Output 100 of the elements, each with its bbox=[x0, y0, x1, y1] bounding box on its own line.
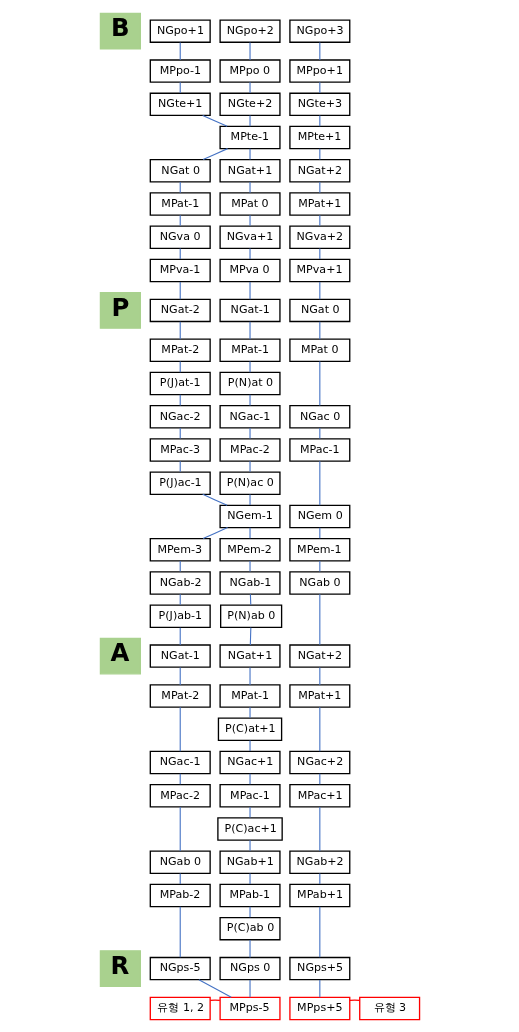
connector bbox=[318, 905, 320, 958]
node-box: MPva-1 bbox=[149, 258, 211, 282]
connector bbox=[318, 706, 320, 752]
connector bbox=[248, 739, 251, 752]
connector bbox=[179, 460, 181, 472]
node-box: NGpo+1 bbox=[149, 18, 211, 43]
connector bbox=[248, 905, 251, 918]
connector bbox=[318, 460, 320, 506]
connector bbox=[248, 772, 251, 785]
connector bbox=[318, 559, 320, 572]
node-box: MPem-3 bbox=[149, 537, 211, 561]
node-box: NGps+5 bbox=[288, 956, 350, 980]
node-box: MPat-2 bbox=[149, 683, 211, 708]
node-box: NGte+1 bbox=[149, 92, 211, 116]
node-box: P(C)ab 0 bbox=[218, 916, 281, 940]
node-box: NGat+2 bbox=[288, 158, 350, 183]
node-box: MPva+1 bbox=[288, 258, 350, 282]
node-box: NGat 0 bbox=[149, 158, 211, 183]
node-box: MPat-1 bbox=[218, 338, 281, 362]
node-box: NGab-1 bbox=[218, 570, 281, 595]
node-box: MPac-3 bbox=[149, 437, 211, 462]
node-box: NGat-2 bbox=[149, 298, 211, 322]
connector bbox=[201, 493, 228, 506]
connector bbox=[209, 999, 220, 1001]
node-box: MPac-1 bbox=[218, 783, 281, 807]
node-box: NGps-5 bbox=[149, 956, 211, 980]
connector bbox=[179, 593, 181, 605]
node-box: NGat+2 bbox=[288, 643, 350, 668]
connector bbox=[248, 81, 251, 93]
node-box: MPem-1 bbox=[288, 537, 350, 561]
connector bbox=[248, 360, 251, 373]
connector bbox=[318, 805, 320, 851]
node-box: MPps+5 bbox=[288, 996, 350, 1020]
node-box: NGem 0 bbox=[288, 504, 350, 528]
connector bbox=[318, 593, 320, 645]
node-box: MPac-2 bbox=[149, 783, 211, 807]
node-box: MPva 0 bbox=[218, 258, 281, 282]
node-box: NGac-1 bbox=[149, 750, 211, 774]
node-box: MPab-1 bbox=[218, 883, 281, 907]
node-box: NGab 0 bbox=[288, 570, 350, 595]
connector bbox=[248, 181, 251, 193]
node-box: MPte-1 bbox=[218, 125, 281, 149]
node-box: P(N)at 0 bbox=[218, 371, 281, 395]
node-box: MPat+1 bbox=[288, 683, 350, 708]
connector bbox=[248, 460, 251, 472]
node-box: NGab+1 bbox=[218, 849, 281, 874]
node-box: MPat-1 bbox=[218, 683, 281, 708]
node-box: NGva 0 bbox=[149, 225, 211, 249]
node-box: 유형 1, 2 bbox=[149, 996, 211, 1020]
node-box: MPpo+1 bbox=[288, 58, 350, 83]
connector bbox=[248, 666, 251, 685]
connector bbox=[248, 493, 251, 506]
node-box: P(J)ab-1 bbox=[149, 604, 211, 628]
node-box: NGat-1 bbox=[218, 298, 281, 322]
node-box: B bbox=[99, 12, 141, 50]
node-box: P(C)at+1 bbox=[217, 717, 282, 741]
node-box: P bbox=[99, 291, 141, 329]
node-box: NGva+2 bbox=[288, 225, 350, 249]
node-box: P(N)ab 0 bbox=[219, 604, 282, 628]
node-box: NGpo+3 bbox=[288, 18, 350, 43]
connector bbox=[248, 280, 251, 300]
connector bbox=[248, 939, 251, 958]
node-box: NGac 0 bbox=[288, 404, 350, 428]
node-box: MPte+1 bbox=[288, 125, 350, 149]
connector bbox=[248, 706, 251, 718]
node-box: NGva+1 bbox=[218, 225, 281, 249]
node-box: P(J)ac-1 bbox=[149, 471, 211, 495]
connector bbox=[248, 978, 251, 998]
connector bbox=[248, 320, 251, 340]
node-box: MPpo 0 bbox=[218, 58, 281, 83]
connector bbox=[179, 214, 181, 226]
connector bbox=[248, 427, 251, 439]
node-box: NGab-2 bbox=[149, 570, 211, 595]
connector bbox=[248, 559, 251, 572]
connector bbox=[179, 427, 181, 439]
connector bbox=[248, 393, 251, 406]
connector bbox=[179, 559, 181, 572]
node-box: NGac-1 bbox=[218, 404, 281, 428]
node-box: NGpo+2 bbox=[218, 18, 281, 43]
node-box: NGte+2 bbox=[218, 92, 281, 116]
node-box: NGac+1 bbox=[218, 750, 281, 774]
node-box: 유형 3 bbox=[358, 996, 420, 1020]
node-box: R bbox=[99, 949, 141, 987]
connector bbox=[248, 526, 251, 539]
node-box: MPat-2 bbox=[149, 338, 211, 362]
connector bbox=[179, 81, 181, 93]
node-box: MPat 0 bbox=[288, 338, 350, 362]
node-box: P(N)ac 0 bbox=[218, 471, 281, 495]
connector bbox=[318, 214, 320, 226]
node-box: MPat-1 bbox=[149, 191, 211, 216]
node-box: MPpo-1 bbox=[149, 58, 211, 83]
connector bbox=[179, 872, 181, 885]
node-box: MPat+1 bbox=[288, 191, 350, 216]
node-box: MPat 0 bbox=[218, 191, 281, 216]
node-box: NGat 0 bbox=[288, 298, 350, 322]
connector bbox=[248, 41, 251, 60]
node-box: A bbox=[99, 637, 141, 674]
connector bbox=[202, 147, 228, 160]
node-box: NGte+3 bbox=[288, 92, 350, 116]
node-box: MPab+1 bbox=[288, 883, 350, 907]
